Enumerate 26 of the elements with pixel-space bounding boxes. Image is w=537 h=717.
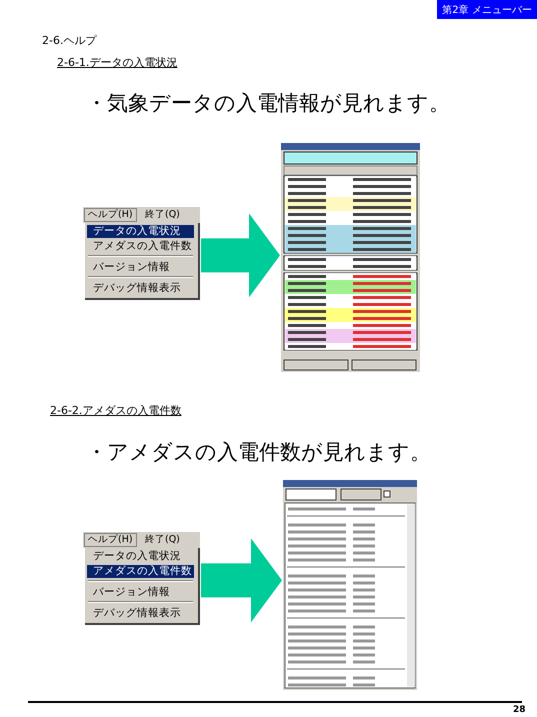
menu-title: 終了(Q) xyxy=(144,533,181,547)
chapter-header-bar xyxy=(437,0,537,19)
section-heading: 2-6.ヘルプ xyxy=(42,33,96,48)
menu-item: アメダスの入電件数 xyxy=(92,240,193,253)
menu-item: バージョン情報 xyxy=(92,261,171,274)
description-text: ・アメダスの入電件数が見れます。 xyxy=(86,439,431,466)
description-text: ・気象データの入電情報が見れます。 xyxy=(86,90,450,117)
menu-title: ヘルプ(H) xyxy=(84,208,137,222)
arrow xyxy=(201,213,280,298)
menu-screenshot xyxy=(83,532,200,625)
menu-item: デバッグ情報表示 xyxy=(92,607,182,620)
menu-item: バージョン情報 xyxy=(92,586,171,599)
screenshot-drawing xyxy=(281,143,420,372)
menu-item: デバッグ情報表示 xyxy=(92,282,182,295)
subsection-heading: 2-6-1.データの入電状況 xyxy=(57,55,178,70)
chapter-title: 第2章 メニューバー xyxy=(441,4,533,17)
menu-item: データの入電状況 xyxy=(92,550,182,563)
menu-screenshot xyxy=(83,207,200,300)
menu-title: ヘルプ(H) xyxy=(84,533,137,547)
subsection-heading: 2-6-2.アメダスの入電件数 xyxy=(50,403,182,418)
screenshot-drawing xyxy=(283,480,417,690)
arrow xyxy=(201,538,282,622)
highlighted-menu-item: アメダスの入電件数 xyxy=(87,565,194,578)
menu-title: 終了(Q) xyxy=(144,208,181,222)
highlighted-menu-item: データの入電状況 xyxy=(87,225,194,238)
page-number: 28 xyxy=(513,705,526,715)
